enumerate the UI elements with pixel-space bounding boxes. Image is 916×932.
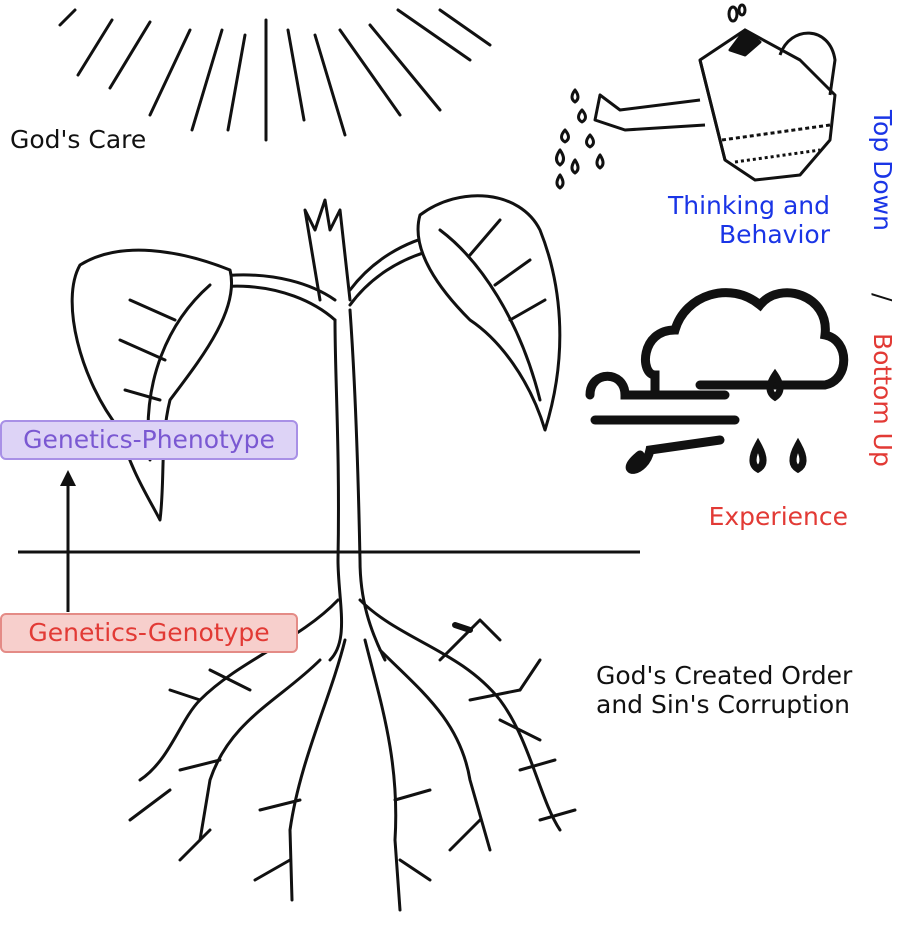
genotype-to-phenotype-arrow (60, 470, 76, 612)
roots-illustration (128, 598, 577, 912)
phenotype-box: Genetics-Phenotype (0, 420, 298, 460)
created-order-label: God's Created Order and Sin's Corruption (596, 661, 853, 720)
gods-care-label: God's Care (10, 125, 147, 154)
bottom-up-text: Bottom Up (868, 333, 897, 467)
sun-rays-icon (58, 8, 492, 142)
genotype-box: Genetics-Genotype (0, 613, 298, 653)
created-order-line2: and Sin's Corruption (596, 689, 850, 719)
wind-cloud-rain-icon (585, 288, 849, 474)
watering-can-icon (555, 3, 837, 190)
top-down-text: Top Down (868, 109, 897, 231)
created-order-line1: God's Created Order (596, 661, 853, 690)
top-down-bottom-up-label: Top Down / Bottom Up (864, 108, 904, 498)
thinking-behavior-line1: Thinking and (667, 191, 830, 220)
direction-separator: / (868, 293, 897, 302)
plant-illustration (70, 194, 562, 662)
experience-label: Experience (708, 502, 848, 531)
thinking-behavior-line2: Behavior (718, 219, 830, 249)
thinking-behavior-label: Thinking and Behavior (598, 191, 830, 250)
